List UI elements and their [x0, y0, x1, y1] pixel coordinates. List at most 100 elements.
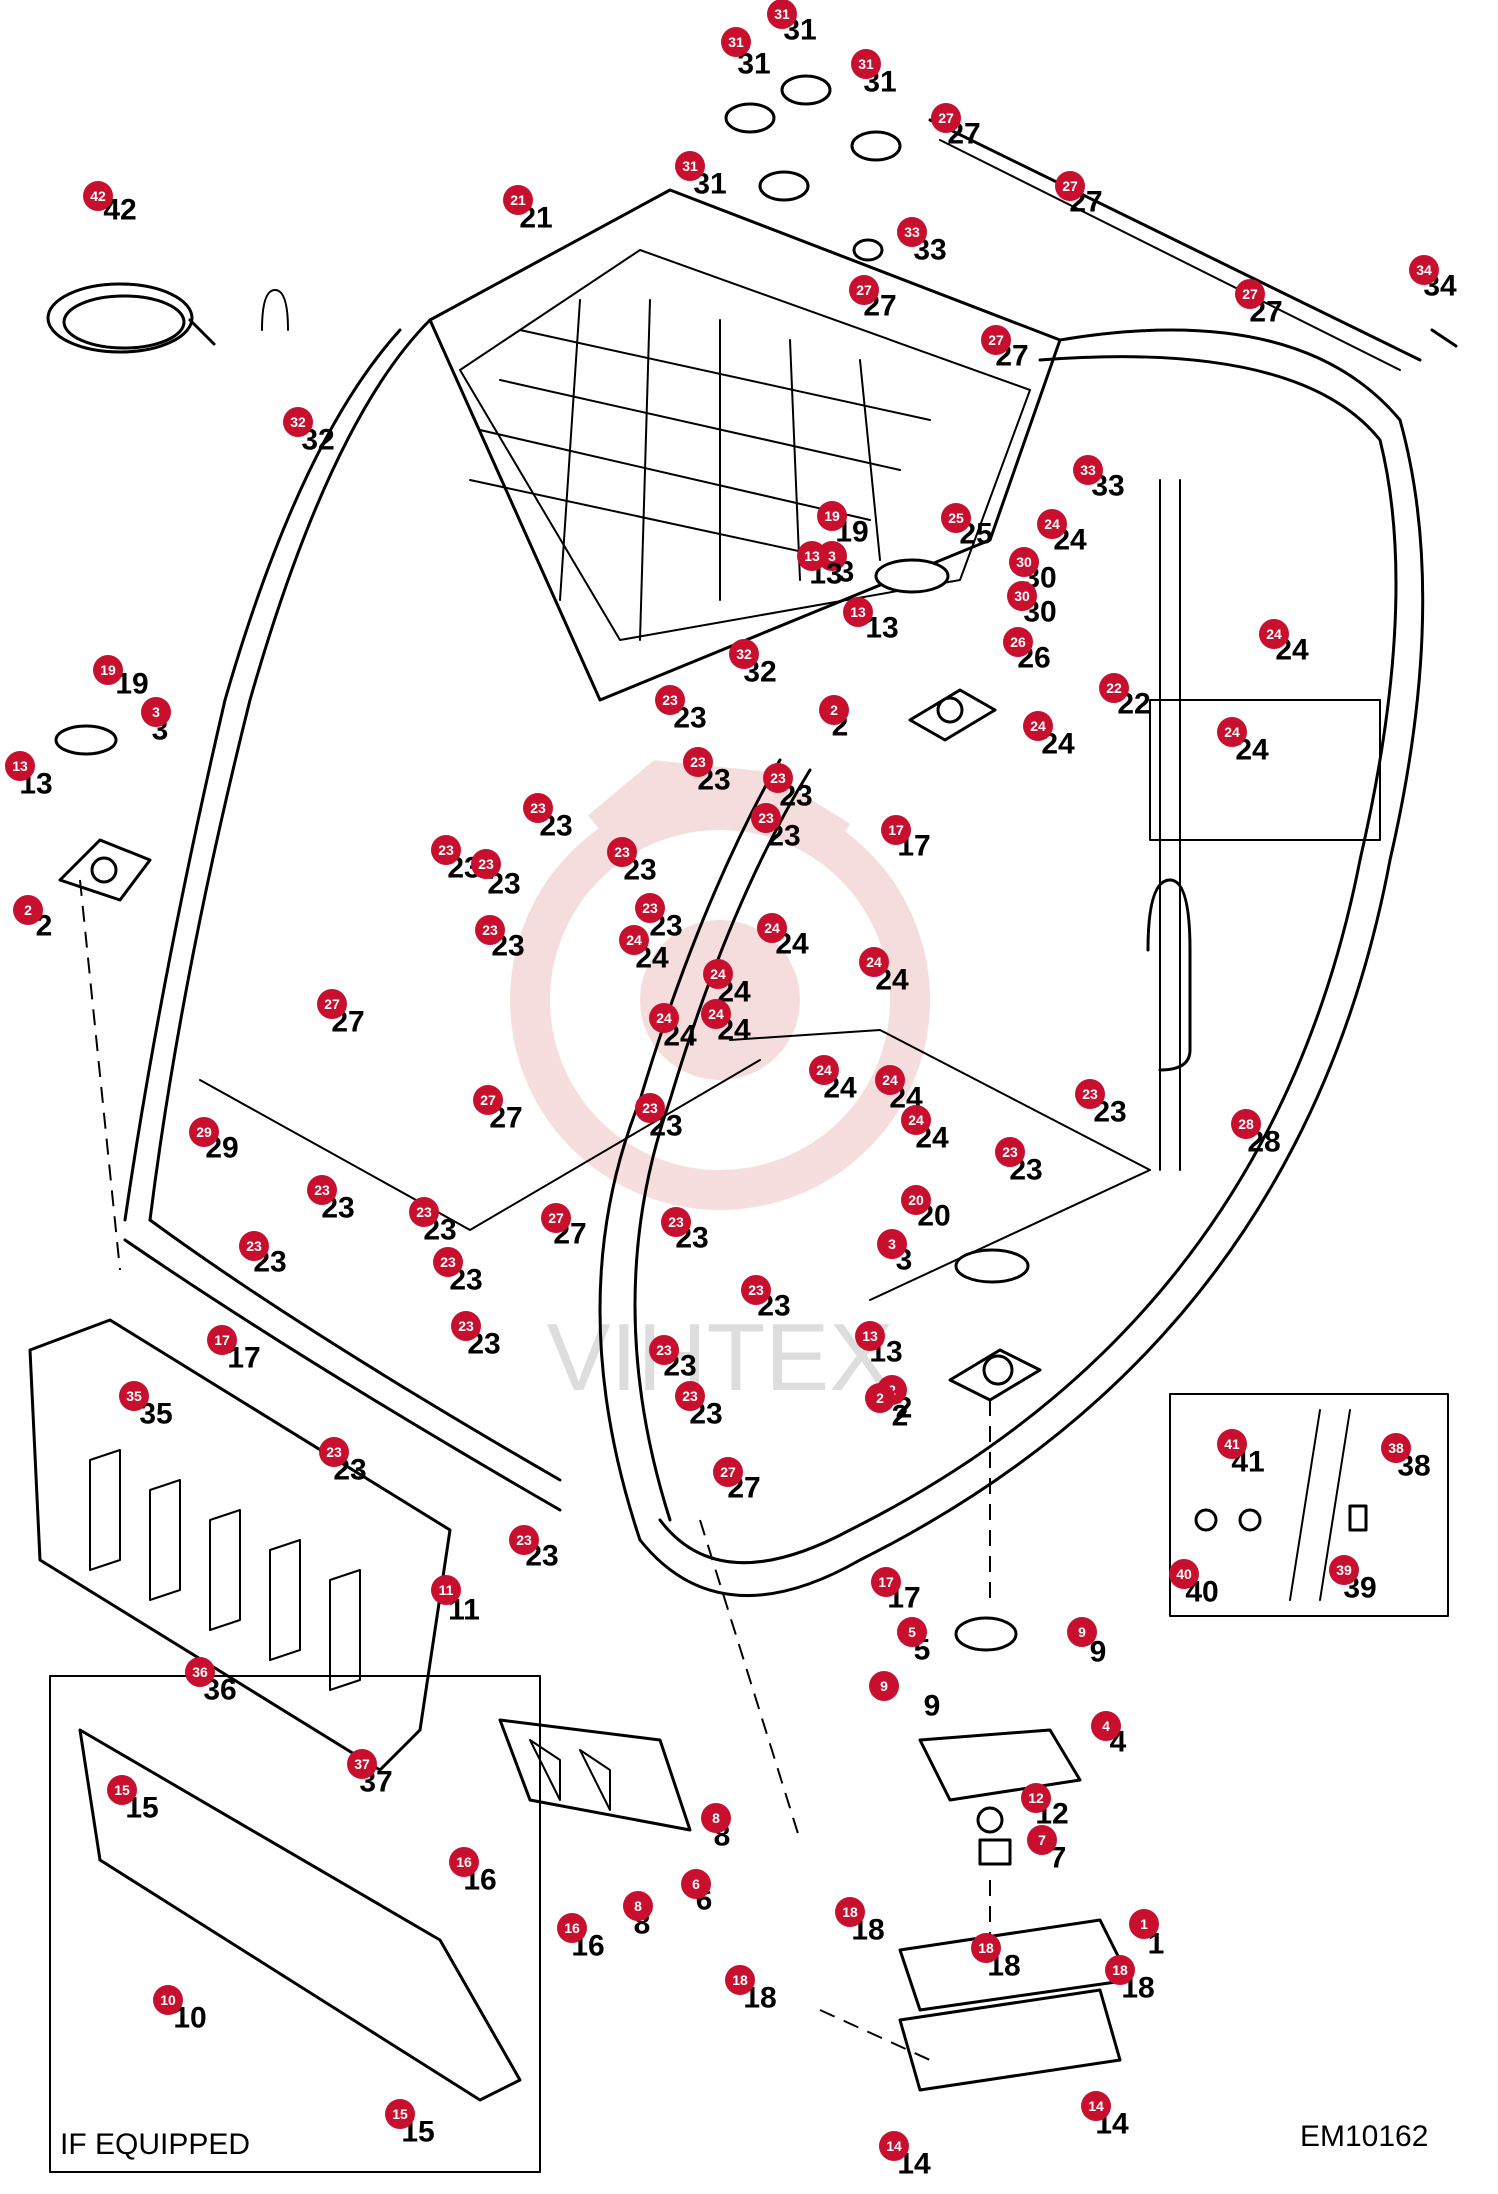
callout-marker-label: 21 — [510, 192, 526, 208]
callout-marker-label: 23 — [478, 856, 494, 872]
callout-marker-label: 33 — [1080, 462, 1096, 478]
callout-marker-label: 23 — [748, 1282, 764, 1298]
callout-marker-label: 17 — [878, 1574, 894, 1590]
callout-marker-label: 13 — [804, 548, 820, 564]
callout-marker-label: 38 — [1388, 1440, 1404, 1456]
callout-marker-label: 23 — [530, 800, 546, 816]
callout-marker-label: 23 — [662, 692, 678, 708]
callout-marker — [835, 1897, 865, 1927]
callout-marker-label: 13 — [12, 758, 28, 774]
callout-marker — [877, 1229, 907, 1259]
callout-marker-label: 27 — [324, 996, 340, 1012]
callout-marker-label: 24 — [908, 1112, 924, 1128]
cab-mount-left — [54, 724, 152, 902]
callout-marker-label: 23 — [246, 1238, 262, 1254]
callout-marker — [607, 837, 637, 867]
callout-marker-label: 32 — [736, 646, 752, 662]
callout-marker-label: 24 — [1044, 516, 1060, 532]
callout-marker — [879, 2131, 909, 2161]
callout-marker-label: 19 — [100, 662, 116, 678]
callout-marker-label: 18 — [978, 1940, 994, 1956]
callout-marker — [763, 763, 793, 793]
callout-marker-label: 13 — [862, 1328, 878, 1344]
callout-9: 99 — [1067, 1617, 1106, 1669]
callout-marker — [1169, 1559, 1199, 1589]
callout-marker-label: 2 — [830, 702, 838, 718]
callout-marker — [153, 1985, 183, 2015]
callout-marker-label: 27 — [548, 1210, 564, 1226]
callout-marker-label: 24 — [816, 1062, 832, 1078]
callout-4: 44 — [1091, 1711, 1127, 1759]
callout-marker-label: 17 — [888, 822, 904, 838]
callout-marker-label: 23 — [690, 754, 706, 770]
callout-marker — [681, 1869, 711, 1899]
callout-marker — [1217, 717, 1247, 747]
callout-marker — [875, 1065, 905, 1095]
callout-marker — [1007, 581, 1037, 611]
callout-marker — [1217, 1429, 1247, 1459]
callout-marker — [83, 181, 113, 211]
callout-marker-label: 27 — [1242, 286, 1258, 302]
callout-marker — [897, 1617, 927, 1647]
callout-marker — [741, 1275, 771, 1305]
callout-marker — [347, 1749, 377, 1779]
callout-6: 66 — [681, 1869, 712, 1917]
callout-marker — [119, 1381, 149, 1411]
part-number-label: 9 — [924, 1690, 941, 1723]
callout-marker-label: 24 — [1224, 724, 1240, 740]
callout-marker-label: 8 — [712, 1810, 720, 1826]
callout-marker — [683, 747, 713, 777]
callout-marker — [93, 655, 123, 685]
callout-marker — [1235, 279, 1265, 309]
seal-coil — [46, 282, 289, 354]
callout-marker-label: 20 — [908, 1192, 924, 1208]
callout-marker-label: 11 — [439, 1582, 454, 1598]
callout-marker-label: 5 — [908, 1624, 916, 1640]
top-rail — [724, 74, 1458, 371]
callout-marker — [751, 803, 781, 833]
callout-marker-label: 24 — [882, 1072, 898, 1088]
callout-marker-label: 3 — [828, 548, 836, 564]
callout-marker — [473, 1085, 503, 1115]
callout-marker — [1329, 1555, 1359, 1585]
callout-marker-label: 25 — [948, 510, 964, 526]
callout-marker — [931, 103, 961, 133]
callout-marker — [817, 501, 847, 531]
callout-marker-label: 18 — [842, 1904, 858, 1920]
callout-marker-label: 23 — [1002, 1144, 1018, 1160]
callout-marker-label: 23 — [682, 1388, 698, 1404]
optional-panel-box — [49, 1675, 541, 2173]
callout-8: 88 — [623, 1891, 653, 1941]
callout-marker — [1009, 547, 1039, 577]
callout-marker — [239, 1231, 269, 1261]
callout-marker-label: 27 — [938, 110, 954, 126]
callout-marker-label: 42 — [90, 188, 106, 204]
